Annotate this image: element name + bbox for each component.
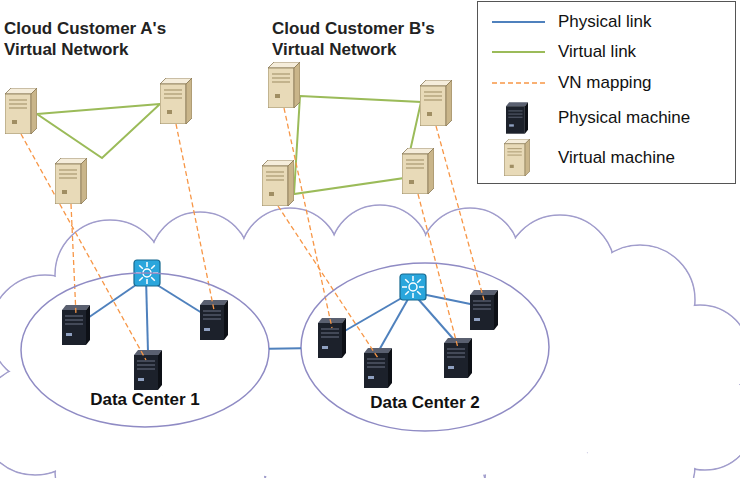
- legend-sample: [492, 51, 545, 53]
- switch-icon: [400, 274, 426, 300]
- virtual-link: [294, 96, 421, 194]
- physical-machine: [134, 350, 162, 390]
- vn-mapping: [21, 108, 484, 360]
- physical-machine: [444, 338, 472, 378]
- virtual-machine: [268, 62, 300, 108]
- cloud-fill: [0, 206, 740, 478]
- virtual-link: [37, 104, 160, 158]
- data-center-node: Data Center 2: [300, 262, 550, 432]
- physical-machine: [364, 348, 392, 388]
- data-center-node: Data Center 1: [20, 272, 270, 428]
- legend-sample: [492, 21, 545, 23]
- data-center-label: Data Center 2: [300, 393, 550, 413]
- legend-text: Virtual link: [558, 42, 636, 62]
- virtual-machine: [160, 78, 192, 124]
- legend-text: Physical link: [558, 12, 652, 32]
- legend-sample: [492, 82, 545, 84]
- virtual-machine: [5, 88, 37, 134]
- data-center-ellipse: [301, 263, 549, 431]
- virtual-machine: [262, 160, 294, 206]
- physical-machine: [200, 300, 228, 340]
- legend-box: [478, 2, 736, 184]
- cloud-outline: [0, 205, 740, 478]
- legend-text: Physical machine: [558, 108, 690, 128]
- virtual-machine: [402, 148, 434, 194]
- data-center-ellipse: [21, 273, 269, 427]
- network-label: Cloud Customer B's Virtual Network: [272, 18, 462, 60]
- data-center-label: Data Center 1: [20, 390, 270, 410]
- legend-sample: [504, 139, 530, 176]
- physical-link: [269, 347, 301, 349]
- network-label: Cloud Customer A's Virtual Network: [4, 18, 204, 60]
- physical-machine: [318, 318, 346, 358]
- physical-machine: [470, 290, 498, 330]
- legend-text: Virtual machine: [558, 148, 675, 168]
- virtual-machine: [420, 80, 452, 126]
- legend-sample: [506, 102, 528, 133]
- virtual-machine: [55, 158, 87, 204]
- legend-text: VN mapping: [558, 73, 652, 93]
